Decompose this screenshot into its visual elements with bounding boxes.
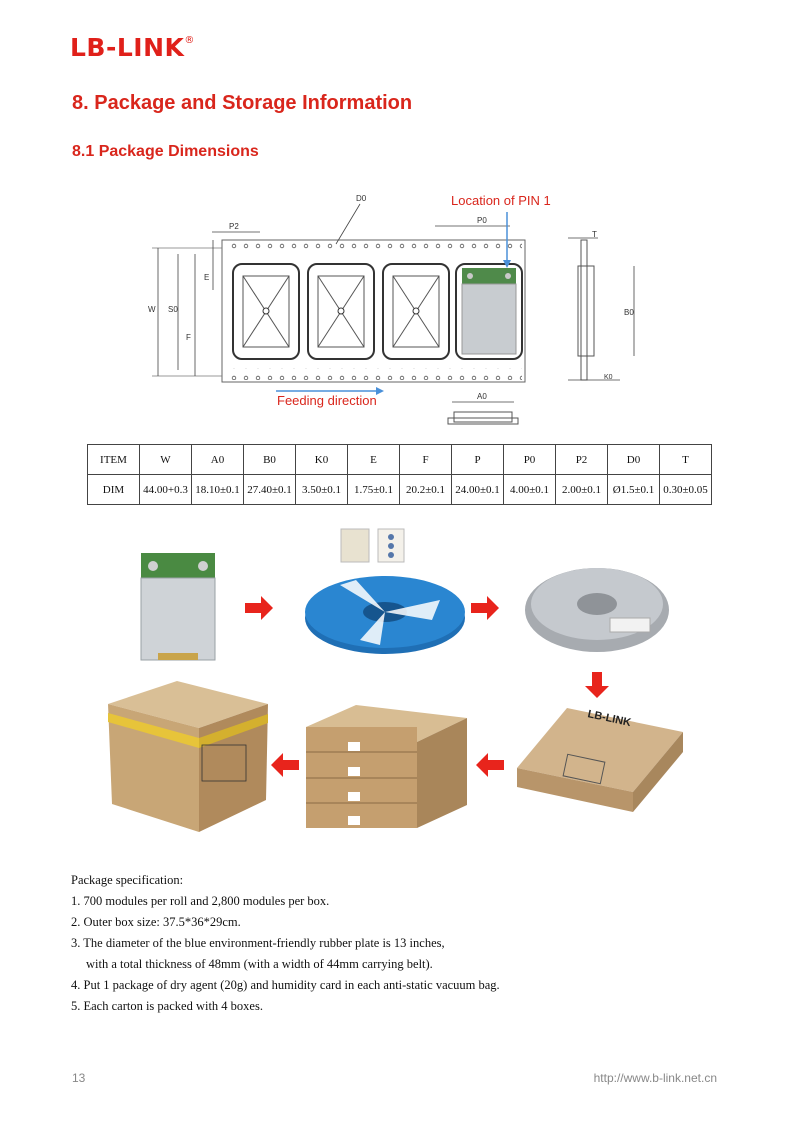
table-cell: 3.50±0.1 xyxy=(295,474,348,505)
table-header-cell: F xyxy=(399,444,452,475)
tape-outline xyxy=(221,239,526,383)
module-in-pocket xyxy=(455,263,523,360)
stacked-boxes xyxy=(306,705,467,828)
humidity-card xyxy=(377,528,405,563)
dim-label-s0: S0 xyxy=(168,305,178,314)
blue-reel xyxy=(305,576,465,654)
tape-dimension-diagram: W S0 F E P2 D0 P0 Location of PIN 1 Feed… xyxy=(148,193,635,425)
inner-box: LB-LINK xyxy=(517,708,683,812)
dim-label-t: T xyxy=(592,230,597,239)
table-header-cell: W xyxy=(139,444,192,475)
process-arrow-left xyxy=(271,753,299,777)
table-header-cell: ITEM xyxy=(87,444,140,475)
packaging-process-illustration: LB-LINK xyxy=(108,528,683,832)
spec-line: 4. Put 1 package of dry agent (20g) and … xyxy=(71,978,500,992)
table-cell: 1.75±0.1 xyxy=(347,474,400,505)
table-cell: 20.2±0.1 xyxy=(399,474,452,505)
tape-pocket xyxy=(232,263,300,360)
spec-line: 1. 700 modules per roll and 2,800 module… xyxy=(71,894,330,908)
table-header-cell: D0 xyxy=(607,444,660,475)
table-header-cell: A0 xyxy=(191,444,244,475)
logo-text: LB-LINK xyxy=(70,33,185,62)
dim-label-k0: K0 xyxy=(604,374,613,381)
table-cell: 27.40±0.1 xyxy=(243,474,296,505)
table-header-cell: B0 xyxy=(243,444,296,475)
tape-pocket xyxy=(382,263,450,360)
table-header-cell: P xyxy=(451,444,504,475)
process-arrow-right xyxy=(471,596,499,620)
table-cell: 4.00±0.1 xyxy=(503,474,556,505)
dim-label-b0: B0 xyxy=(624,308,634,317)
table-cell: 0.30±0.05 xyxy=(659,474,712,505)
vacuum-bag-reel xyxy=(525,568,669,652)
table-cell: DIM xyxy=(87,474,140,505)
dim-label-e: E xyxy=(204,273,209,282)
registered-mark: ® xyxy=(184,34,195,46)
table-cell: Ø1.5±0.1 xyxy=(607,474,660,505)
table-header-cell: T xyxy=(659,444,712,475)
table-cell: 18.10±0.1 xyxy=(191,474,244,505)
table-header-cell: P0 xyxy=(503,444,556,475)
dim-label-a0: A0 xyxy=(477,392,487,401)
brand-logo: LB-LINK® xyxy=(70,33,195,62)
process-arrow-right xyxy=(245,596,273,620)
spec-line: 3. The diameter of the blue environment-… xyxy=(71,936,445,950)
table-header-row: ITEM W A0 B0 K0 E F P P0 P2 D0 T xyxy=(87,444,712,475)
dim-label-w: W xyxy=(148,305,156,314)
spec-line: 5. Each carton is packed with 4 boxes. xyxy=(71,999,263,1013)
dim-label-d0: D0 xyxy=(356,194,367,203)
dim-label-p2: P2 xyxy=(229,222,239,231)
footer-url: http://www.b-link.net.cn xyxy=(593,1071,717,1085)
process-arrow-left xyxy=(476,753,504,777)
table-header-cell: K0 xyxy=(295,444,348,475)
module-image xyxy=(140,553,216,661)
dim-label-f: F xyxy=(186,333,191,342)
spec-line: 2. Outer box size: 37.5*36*29cm. xyxy=(71,915,241,929)
subsection-title: 8.1 Package Dimensions xyxy=(72,143,259,160)
table-header-cell: E xyxy=(347,444,400,475)
pin1-callout: Location of PIN 1 xyxy=(451,193,551,208)
desiccant-pack xyxy=(340,528,370,563)
tape-pocket xyxy=(307,263,375,360)
dimension-table: ITEM W A0 B0 K0 E F P P0 P2 D0 T DIM 44.… xyxy=(87,444,712,505)
dim-label-p0: P0 xyxy=(477,216,487,225)
page-number: 13 xyxy=(72,1071,86,1085)
section-title: 8. Package and Storage Information xyxy=(72,92,413,114)
package-specification: Package specification: 1. 700 modules pe… xyxy=(71,870,500,1017)
table-cell: 24.00±0.1 xyxy=(451,474,504,505)
spec-line: with a total thickness of 48mm (with a w… xyxy=(86,957,433,971)
table-row: DIM 44.00+0.3 18.10±0.1 27.40±0.1 3.50±0… xyxy=(87,474,712,505)
outer-carton xyxy=(108,681,268,832)
spec-heading: Package specification: xyxy=(71,873,184,887)
feeding-direction-label: Feeding direction xyxy=(277,393,377,408)
process-arrow-down xyxy=(585,672,609,698)
table-cell: 44.00+0.3 xyxy=(139,474,192,505)
table-header-cell: P2 xyxy=(555,444,608,475)
table-cell: 2.00±0.1 xyxy=(555,474,608,505)
